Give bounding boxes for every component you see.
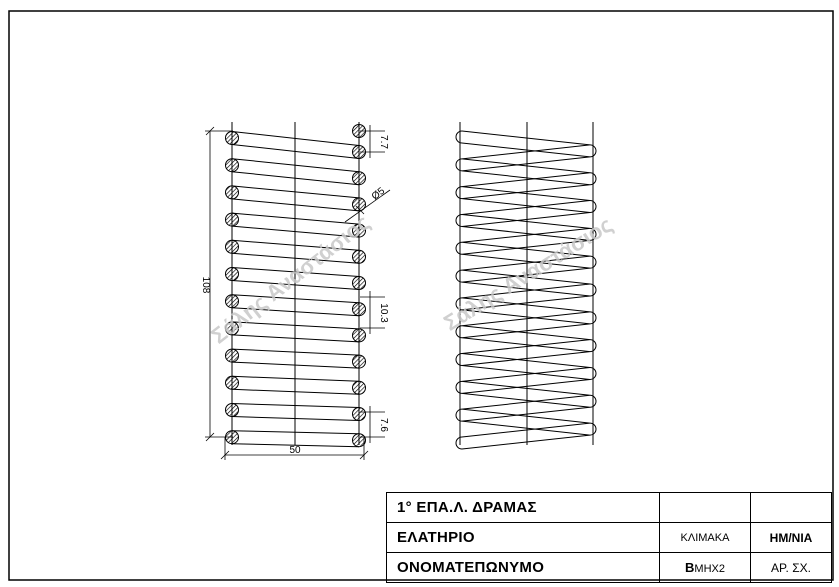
wire-section xyxy=(352,249,366,264)
coil-edge-line xyxy=(231,212,360,225)
wire-section xyxy=(352,433,366,448)
coil-end-arc xyxy=(589,227,597,241)
wire-section xyxy=(225,185,239,200)
coil-front-edge xyxy=(461,130,591,438)
wire-section xyxy=(225,294,239,309)
coil-end-arc xyxy=(589,172,597,186)
spring-section-view xyxy=(225,122,366,448)
coil-end-arc xyxy=(589,283,597,297)
coil-end-arc xyxy=(455,353,463,367)
coil-end-arc xyxy=(589,339,597,353)
coil-edge-line xyxy=(231,443,360,448)
coil-edge-line xyxy=(231,198,360,212)
coil-end-arc xyxy=(589,200,597,214)
coil-edge-line xyxy=(231,144,360,159)
coil-end-arc xyxy=(589,144,597,158)
coil-edge-line xyxy=(231,252,360,264)
wire-section xyxy=(225,348,239,363)
coil-back-edge xyxy=(461,142,591,450)
dim-total-height: 108 xyxy=(200,277,211,294)
wire-section xyxy=(225,321,239,336)
wire-section xyxy=(352,197,366,212)
part-name: ΕΛΑΤΗΡΙΟ xyxy=(386,522,660,553)
coil-end-arc xyxy=(455,269,463,283)
dim-bottom-pitch: 7.6 xyxy=(378,418,389,432)
coil-edge-line xyxy=(231,403,360,408)
wire-section xyxy=(352,276,366,290)
coil-end-arc xyxy=(589,255,597,269)
wire-section xyxy=(352,354,366,369)
wire-section xyxy=(352,171,366,186)
wire-section xyxy=(352,380,366,395)
coil-end-arc xyxy=(455,158,463,172)
sheet-number-label: ΑΡ. ΣΧ. xyxy=(750,552,832,583)
coil-end-arc xyxy=(455,297,463,311)
coil-end-arc xyxy=(589,394,597,408)
coil-edge-line xyxy=(231,171,360,186)
coil-edge-line xyxy=(231,361,360,369)
coil-end-arc xyxy=(589,366,597,380)
wire-section xyxy=(225,131,239,145)
coil-edge-line xyxy=(231,348,360,356)
wire-section xyxy=(352,302,366,317)
coil-end-arc xyxy=(455,241,463,255)
coil-edge-line xyxy=(231,280,360,290)
class-code-letter: Β xyxy=(685,560,695,575)
coil-end-arc xyxy=(589,422,597,436)
dim-top-pitch: 7.7 xyxy=(378,135,389,149)
coil-end-arc xyxy=(455,380,463,394)
wire-section xyxy=(352,328,366,343)
coil-edge-line xyxy=(231,185,360,199)
empty-cell xyxy=(659,492,751,523)
student-name-label: ΟΝΟΜΑΤΕΠΩΝΥΜΟ xyxy=(386,552,660,583)
coil-edge-line xyxy=(231,388,360,395)
coil-edge-line xyxy=(231,307,360,317)
coil-edge-line xyxy=(231,321,360,330)
coil-end-arc xyxy=(455,213,463,227)
coil-edge-line xyxy=(231,375,360,382)
dim-mid-pitch: 10.3 xyxy=(378,303,389,323)
coil-end-arc xyxy=(455,436,463,450)
empty-cell xyxy=(750,492,832,523)
wire-section xyxy=(225,239,239,254)
wire-section xyxy=(225,403,239,417)
coil-edge-line xyxy=(231,158,360,173)
coil-edge-line xyxy=(231,334,360,343)
coil-end-arc xyxy=(455,186,463,200)
title-block: 1° ΕΠΑ.Λ. ΔΡΑΜΑΣ ΕΛΑΤΗΡΙΟ ΚΛΙΜΑΚΑ ΗΜ/ΝΙΑ… xyxy=(386,492,832,583)
coil-edge-line xyxy=(231,294,360,304)
class-code: ΒΜΗΧ2 xyxy=(659,552,751,583)
coil-end-arc xyxy=(589,311,597,325)
wire-section xyxy=(225,158,239,173)
coil-edge-line xyxy=(231,131,360,146)
school-name: 1° ΕΠΑ.Λ. ΔΡΑΜΑΣ xyxy=(386,492,660,523)
coil-end-arc xyxy=(455,325,463,339)
spring-outside-view xyxy=(455,122,597,450)
dim-wire-diameter: Ø5 xyxy=(370,185,388,202)
coil-edge-line xyxy=(231,267,360,277)
date-label: ΗΜ/ΝΙΑ xyxy=(750,522,832,553)
wire-section xyxy=(225,212,239,227)
wire-section xyxy=(352,223,366,238)
coil-edge-line xyxy=(231,430,360,435)
scale-label: ΚΛΙΜΑΚΑ xyxy=(659,522,751,553)
coil-end-arc xyxy=(455,408,463,422)
coil-edge-line xyxy=(231,416,360,421)
wire-section xyxy=(225,375,239,390)
dim-width: 50 xyxy=(289,445,301,456)
wire-section xyxy=(225,267,239,281)
class-code-rest: ΜΗΧ2 xyxy=(694,563,725,575)
dimension-lines xyxy=(205,125,391,460)
coil-edge-line xyxy=(231,239,360,251)
wire-section xyxy=(352,407,366,421)
coil-end-arc xyxy=(455,130,463,144)
coil-edge-line xyxy=(231,225,360,238)
